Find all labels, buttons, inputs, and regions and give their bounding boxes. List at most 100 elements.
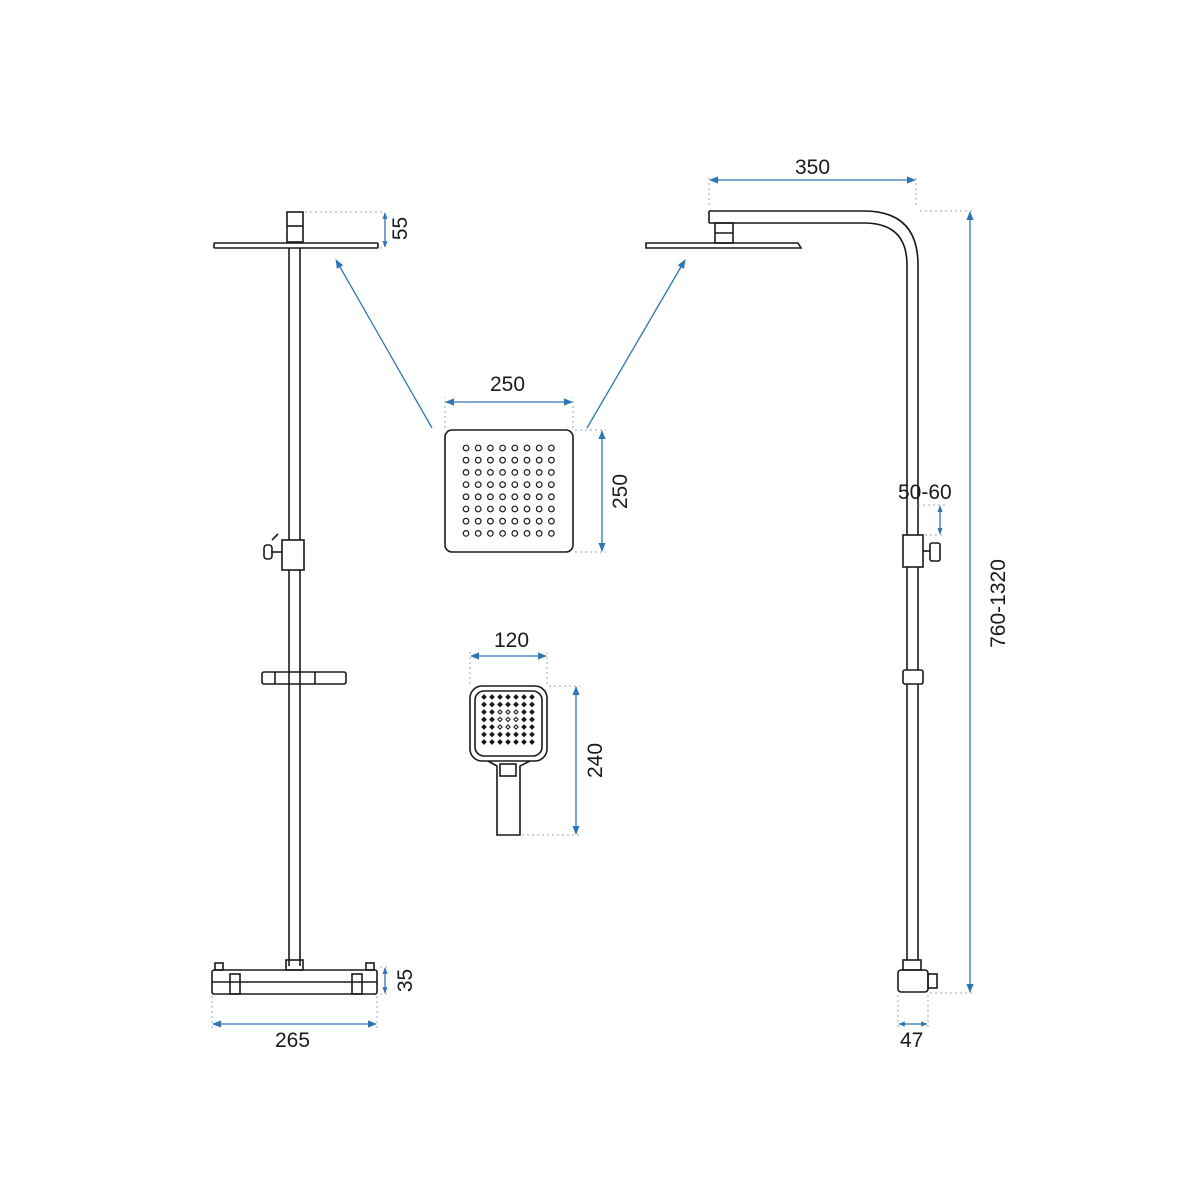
hand-nozzle bbox=[513, 724, 519, 730]
hand-nozzle bbox=[521, 701, 527, 708]
nozzle bbox=[548, 469, 555, 476]
nozzle bbox=[548, 481, 555, 489]
label-mixer-width: 265 bbox=[275, 1029, 311, 1052]
nozzle bbox=[474, 493, 482, 501]
hand-nozzle bbox=[505, 694, 511, 700]
hand-nozzle bbox=[489, 701, 495, 708]
hand-nozzle bbox=[513, 709, 519, 715]
hand-nozzle bbox=[497, 724, 503, 730]
pointer-arrows bbox=[335, 259, 686, 429]
nozzle bbox=[511, 456, 519, 464]
nozzle-grid bbox=[462, 444, 555, 537]
nozzle bbox=[462, 444, 470, 452]
pointer-arrow-left bbox=[335, 259, 433, 429]
hand-nozzle bbox=[481, 701, 487, 708]
label-slider-range: 50-60 bbox=[898, 481, 952, 504]
label-head-width: 250 bbox=[490, 373, 526, 396]
nozzle bbox=[535, 493, 543, 501]
hand-nozzle bbox=[513, 716, 519, 723]
label-total-height: 760-1320 bbox=[986, 559, 1010, 648]
nozzle bbox=[511, 530, 519, 537]
hand-nozzle bbox=[529, 724, 535, 730]
rain-head-front bbox=[213, 242, 379, 249]
nozzle bbox=[462, 530, 470, 537]
side-view bbox=[645, 210, 941, 993]
label-hand-length: 240 bbox=[584, 742, 608, 779]
nozzle bbox=[535, 481, 543, 489]
hand-nozzle bbox=[521, 739, 527, 745]
nozzle bbox=[511, 444, 519, 452]
hand-nozzle bbox=[505, 701, 511, 708]
soap-shelf bbox=[261, 671, 347, 685]
nozzle bbox=[523, 517, 531, 525]
nozzle bbox=[474, 505, 482, 513]
nozzle bbox=[474, 444, 482, 452]
nozzle bbox=[535, 456, 543, 464]
nozzle bbox=[499, 481, 507, 489]
hand-nozzle bbox=[481, 694, 487, 700]
hand-nozzle bbox=[497, 739, 503, 745]
hand-nozzle bbox=[481, 709, 487, 715]
hand-nozzle bbox=[489, 694, 495, 700]
nozzle bbox=[487, 456, 494, 464]
nozzle bbox=[462, 493, 470, 501]
hand-nozzle bbox=[481, 731, 487, 738]
nozzle bbox=[523, 444, 531, 452]
hand-nozzle bbox=[513, 739, 519, 745]
hand-shower-button bbox=[499, 763, 517, 777]
nozzle bbox=[487, 517, 494, 525]
hand-nozzle bbox=[529, 694, 535, 700]
nozzle bbox=[462, 481, 470, 489]
hand-nozzle bbox=[521, 694, 527, 700]
nozzle bbox=[499, 469, 507, 476]
hand-nozzle bbox=[505, 739, 511, 745]
nozzle bbox=[511, 481, 519, 489]
nozzle bbox=[499, 493, 507, 501]
nozzle bbox=[523, 505, 531, 513]
hand-nozzle bbox=[513, 731, 519, 738]
hand-nozzle bbox=[497, 709, 503, 715]
extension-lines bbox=[211, 175, 975, 1028]
nozzle bbox=[535, 517, 543, 525]
side-slider bbox=[902, 669, 924, 685]
nozzle bbox=[535, 505, 543, 513]
hand-nozzle bbox=[497, 694, 503, 700]
shower-arm-outer bbox=[709, 210, 919, 535]
nozzle bbox=[487, 469, 494, 476]
dimension-lines bbox=[212, 176, 974, 1028]
nozzle bbox=[535, 530, 543, 537]
nozzle bbox=[523, 530, 531, 537]
nozzle bbox=[474, 456, 482, 464]
nozzle bbox=[462, 517, 470, 525]
nozzle bbox=[499, 505, 507, 513]
hand-nozzle bbox=[489, 731, 495, 738]
nozzle bbox=[548, 517, 555, 525]
hand-nozzle bbox=[529, 701, 535, 708]
label-head-depth: 250 bbox=[609, 473, 633, 510]
nozzle bbox=[487, 481, 494, 489]
nozzle bbox=[511, 505, 519, 513]
hand-nozzle bbox=[505, 709, 511, 715]
hand-nozzle bbox=[529, 739, 535, 745]
nozzle bbox=[487, 530, 494, 537]
hand-nozzle bbox=[489, 709, 495, 715]
shower-arm-inner bbox=[709, 222, 908, 535]
nozzle bbox=[535, 469, 543, 476]
hand-nozzle bbox=[505, 716, 511, 723]
side-diverter-knob bbox=[929, 542, 941, 562]
side-diverter-block bbox=[902, 534, 924, 568]
hand-nozzle bbox=[529, 709, 535, 715]
rain-head-plan bbox=[444, 429, 574, 553]
hand-nozzle bbox=[521, 731, 527, 738]
nozzle bbox=[462, 469, 470, 476]
hand-nozzle bbox=[497, 716, 503, 723]
nozzle bbox=[499, 517, 507, 525]
nozzle bbox=[499, 444, 507, 452]
nozzle bbox=[548, 456, 555, 464]
nozzle bbox=[474, 517, 482, 525]
hand-nozzles bbox=[481, 694, 535, 745]
nozzle bbox=[523, 456, 531, 464]
nozzle bbox=[548, 505, 555, 513]
